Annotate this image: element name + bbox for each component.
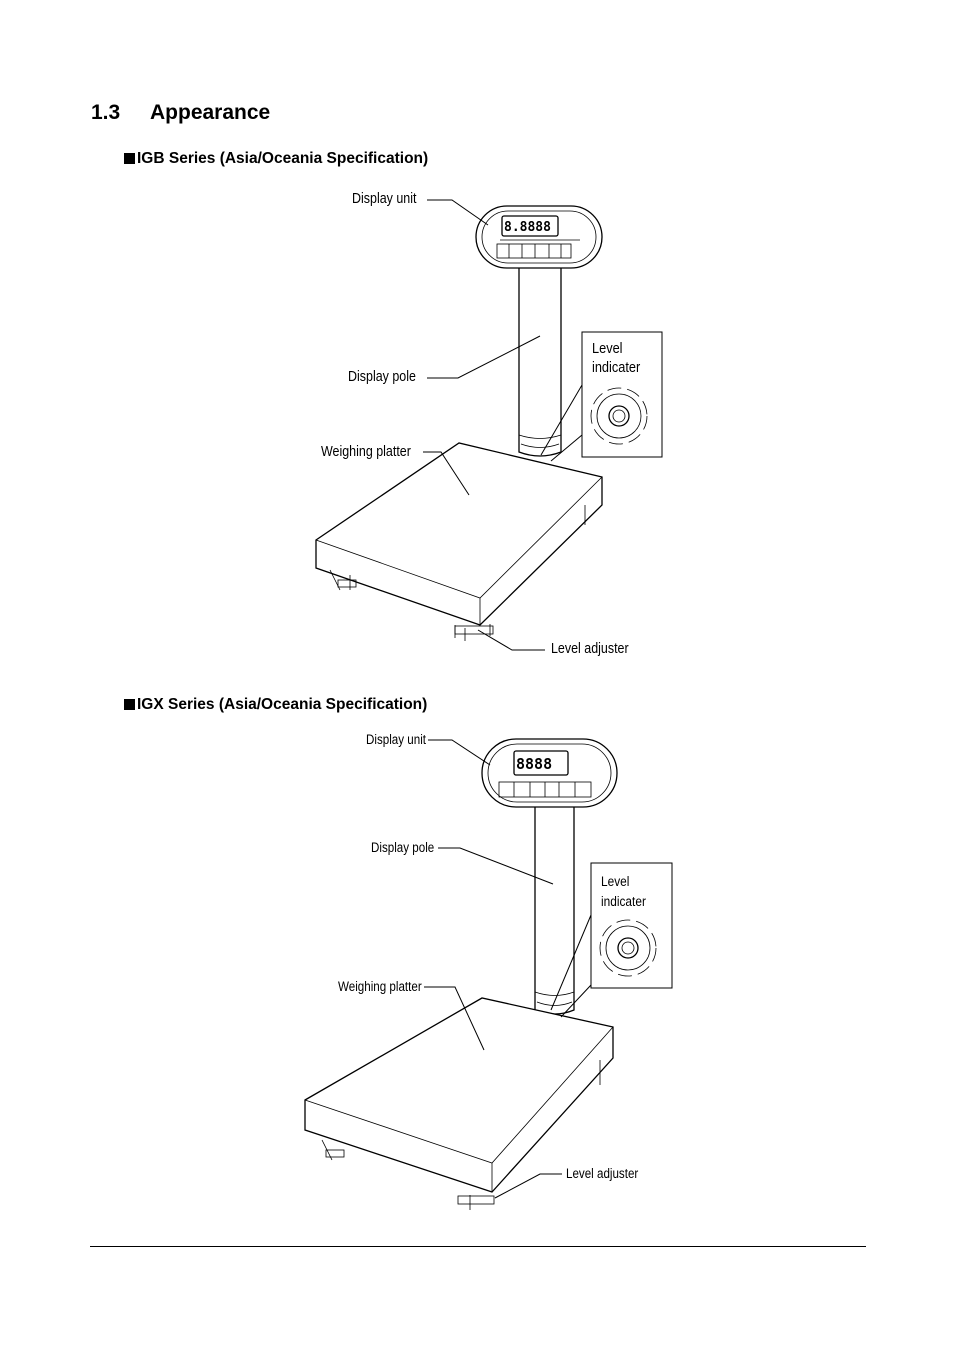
igb-level-indicator-label: Level indicater	[592, 341, 641, 376]
footer-rule	[90, 1246, 866, 1247]
igx-scale-drawing: 8888	[304, 738, 673, 1210]
square-bullet-icon	[124, 153, 135, 164]
figure-2-heading: IGX Series (Asia/Oceania Specification)	[124, 696, 427, 714]
igx-level-adjuster-label: Level adjuster	[566, 1166, 639, 1181]
figure-igb: 8.8888 Display unit Display pole Weighin…	[315, 191, 663, 657]
section-title: Appearance	[150, 101, 271, 124]
igb-level-adjuster-label: Level adjuster	[551, 641, 629, 657]
igb-scale-drawing: 8.8888	[315, 199, 663, 651]
section-heading: 1.3 Appearance	[91, 101, 270, 125]
igb-display-pole-label: Display pole	[348, 369, 416, 385]
svg-text:8.8888: 8.8888	[504, 220, 551, 235]
figure-1-heading: IGB Series (Asia/Oceania Specification)	[124, 150, 428, 168]
igx-weighing-platter-label: Weighing platter	[338, 979, 422, 994]
igx-display-unit-label: Display unit	[366, 732, 427, 747]
igb-weighing-platter-label: Weighing platter	[321, 444, 411, 460]
section-number: 1.3	[91, 101, 121, 124]
figure-igx: 8888 Display unit Display pole Weighing …	[304, 732, 673, 1210]
igx-level-indicator-label: Level indicater	[601, 874, 646, 909]
square-bullet-icon	[124, 699, 135, 710]
svg-text:8888: 8888	[516, 755, 552, 773]
igx-display-pole-label: Display pole	[371, 840, 435, 855]
igb-display-unit-label: Display unit	[352, 191, 417, 207]
